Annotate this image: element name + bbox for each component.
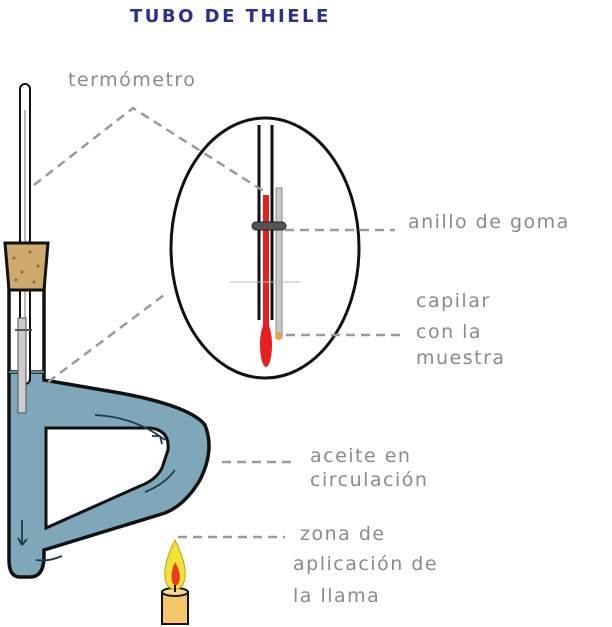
diagram-title: TUBO DE THIELE	[130, 6, 331, 27]
capillary-label-line3: muestra	[416, 347, 506, 369]
thiele-tube	[7, 275, 211, 579]
oil-label-line1: aceite en	[310, 445, 411, 467]
inner-triangle	[44, 426, 170, 531]
candle-flame-icon	[161, 538, 189, 625]
zoom-line-lower	[47, 291, 169, 383]
oil-label-line2: circulación	[310, 469, 428, 491]
capillary-label-line1: capilar	[416, 290, 491, 312]
thermometer-label: termómetro	[68, 69, 196, 91]
circulation-arrows	[17, 414, 176, 562]
magnified-inset	[169, 116, 361, 380]
flame-label-line1: zona de	[300, 523, 386, 545]
rubber-ring-label: anillo de goma	[408, 211, 570, 233]
flame-label-line3: la llama	[293, 585, 380, 607]
thermometer-leader	[33, 106, 266, 194]
capillary-label-line2: con la	[416, 321, 482, 343]
flame-label-line2: aplicación de	[293, 553, 438, 575]
cork-stopper	[3, 241, 50, 292]
